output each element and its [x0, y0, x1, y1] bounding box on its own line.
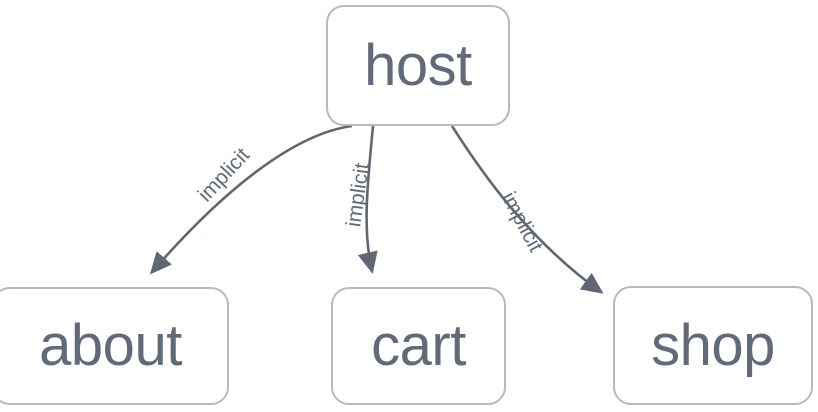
- node-cart-label: cart: [371, 313, 466, 378]
- node-host-label: host: [364, 32, 472, 98]
- node-cart[interactable]: cart: [331, 287, 506, 405]
- edge-host-cart: [357, 125, 378, 275]
- node-shop[interactable]: shop: [613, 286, 813, 405]
- node-about-label: about: [39, 313, 182, 378]
- edge-host-about: [149, 124, 353, 275]
- edge-host-shop: [450, 125, 604, 294]
- node-about[interactable]: about: [0, 287, 229, 405]
- node-shop-label: shop: [651, 312, 775, 378]
- node-host[interactable]: host: [326, 5, 510, 126]
